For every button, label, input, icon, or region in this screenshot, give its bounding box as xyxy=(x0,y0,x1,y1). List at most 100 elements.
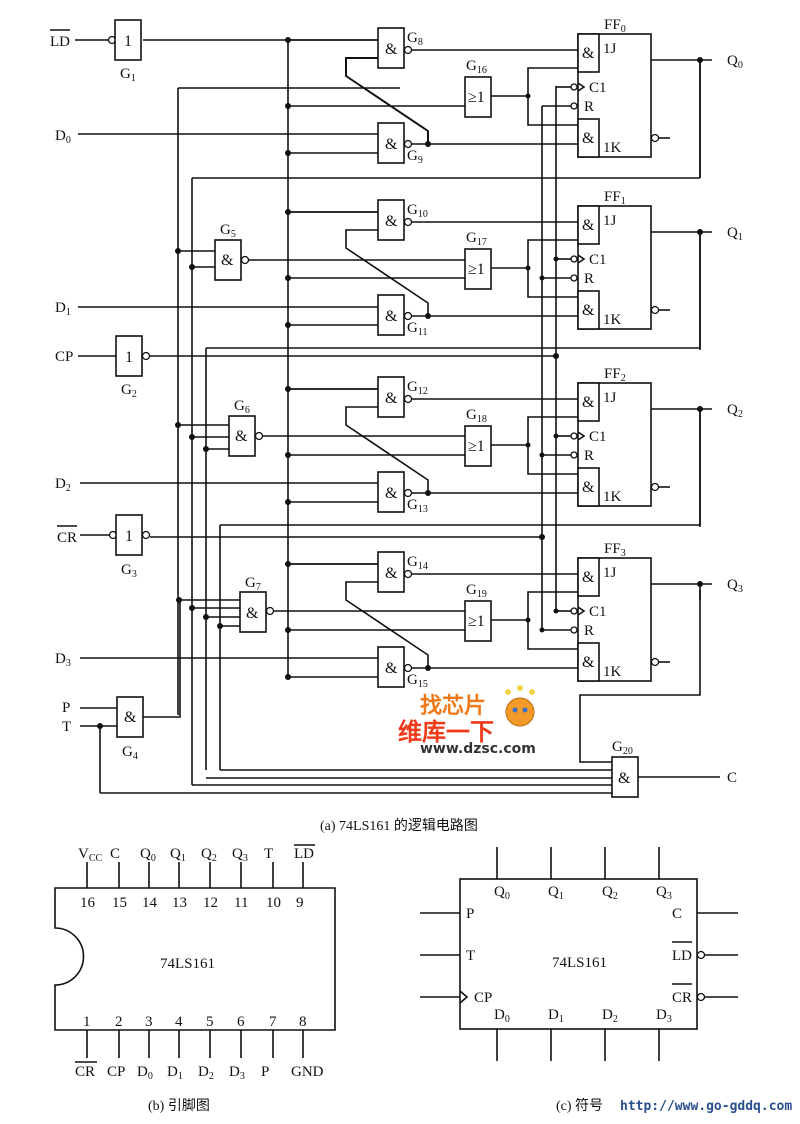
svg-text:LD: LD xyxy=(294,846,314,862)
svg-text:1K: 1K xyxy=(603,312,622,328)
svg-text:GND: GND xyxy=(291,1064,324,1080)
gate-g20: & C G20 xyxy=(579,590,737,798)
svg-text:R: R xyxy=(584,99,594,115)
svg-text:C: C xyxy=(672,906,682,922)
input-d3-label: D xyxy=(55,651,66,667)
svg-text:G2: G2 xyxy=(121,382,137,400)
svg-text:1: 1 xyxy=(125,528,133,545)
svg-text:T: T xyxy=(466,948,475,964)
svg-text:D3: D3 xyxy=(656,1007,672,1025)
gate-g17: ≥1 G17 xyxy=(464,230,492,290)
svg-text:1J: 1J xyxy=(603,41,617,57)
symbol-pin-d0: D0 xyxy=(494,1007,510,1061)
svg-text:&: & xyxy=(221,252,234,269)
gate-g8: &G8 xyxy=(377,27,423,69)
symbol-pin-q0: Q0 xyxy=(494,847,510,902)
svg-text:T: T xyxy=(264,846,273,862)
svg-text:&: & xyxy=(385,308,398,325)
svg-text:G17: G17 xyxy=(466,230,487,248)
svg-text:2: 2 xyxy=(115,1014,123,1030)
svg-text:1J: 1J xyxy=(603,390,617,406)
gate-g10: &G10 xyxy=(377,199,428,241)
symbol-body xyxy=(459,878,698,1030)
svg-text:CR: CR xyxy=(672,990,692,1006)
svg-text:D2: D2 xyxy=(198,1064,214,1082)
gate-g12: &G12 xyxy=(377,376,428,418)
svg-text:G16: G16 xyxy=(466,58,487,76)
svg-text:G1: G1 xyxy=(120,66,136,84)
svg-text:11: 11 xyxy=(234,895,248,911)
bus-lines xyxy=(99,39,700,794)
gate-g3: 1 G3 xyxy=(108,514,151,580)
pin-2: 2CP xyxy=(107,1014,125,1080)
svg-text:LD: LD xyxy=(672,948,692,964)
svg-text:&: & xyxy=(385,660,398,677)
svg-text:维库一下: 维库一下 xyxy=(398,718,494,746)
pin-5: 5D2 xyxy=(198,1014,214,1082)
gate-g13: &G13 xyxy=(377,471,428,515)
chip-name-c: 74LS161 xyxy=(552,955,607,971)
svg-text:D0: D0 xyxy=(494,1007,510,1025)
svg-text:D1: D1 xyxy=(167,1064,183,1082)
svg-text:Q3: Q3 xyxy=(232,846,248,864)
caption-a: (a) 74LS161 的逻辑电路图 xyxy=(320,818,478,834)
svg-text:≥1: ≥1 xyxy=(468,89,485,106)
svg-text:6: 6 xyxy=(237,1014,245,1030)
svg-text:CP: CP xyxy=(107,1064,125,1080)
svg-text:Q1: Q1 xyxy=(548,884,564,902)
svg-text:D2: D2 xyxy=(602,1007,618,1025)
svg-text:1K: 1K xyxy=(603,140,622,156)
pin-7: 7P xyxy=(261,1014,277,1080)
symbol-pin-d2: D2 xyxy=(602,1007,618,1061)
svg-text:Q1: Q1 xyxy=(170,846,186,864)
dip-package-body xyxy=(54,887,336,1031)
input-p-label: P xyxy=(62,700,70,716)
svg-text:1J: 1J xyxy=(603,565,617,581)
svg-text:≥1: ≥1 xyxy=(468,261,485,278)
svg-text:FF1: FF1 xyxy=(604,189,626,207)
svg-text:Q3: Q3 xyxy=(656,884,672,902)
svg-text:G15: G15 xyxy=(407,672,428,690)
input-d1-label: D xyxy=(55,300,66,316)
svg-text:FF2: FF2 xyxy=(604,366,626,384)
svg-text:&: & xyxy=(124,709,137,726)
input-ld-label: LD xyxy=(50,34,70,50)
svg-text:&: & xyxy=(385,565,398,582)
svg-text:D3: D3 xyxy=(229,1064,245,1082)
svg-text:G19: G19 xyxy=(466,582,487,600)
svg-text:&: & xyxy=(582,130,595,147)
svg-text:3: 3 xyxy=(145,1014,153,1030)
svg-text:C1: C1 xyxy=(589,80,607,96)
svg-text:D2: D2 xyxy=(55,476,71,494)
svg-text:&: & xyxy=(582,217,595,234)
input-d0-label: D xyxy=(55,128,66,144)
svg-text:≥1: ≥1 xyxy=(468,438,485,455)
footer-url[interactable]: http://www.go-gddq.com xyxy=(620,1099,792,1114)
svg-text:&: & xyxy=(618,770,631,787)
svg-text:G3: G3 xyxy=(121,562,137,580)
svg-text:R: R xyxy=(584,448,594,464)
svg-text:1: 1 xyxy=(83,1014,91,1030)
svg-text:1K: 1K xyxy=(603,664,622,680)
svg-text:15: 15 xyxy=(112,895,127,911)
svg-text:FF3: FF3 xyxy=(604,541,626,559)
svg-text:&: & xyxy=(385,213,398,230)
svg-text:7: 7 xyxy=(269,1014,277,1030)
svg-text:&: & xyxy=(582,569,595,586)
svg-text:G9: G9 xyxy=(407,148,423,166)
input-cp-label: CP xyxy=(55,349,73,365)
svg-text:14: 14 xyxy=(142,895,158,911)
output-q3-label: Q3 xyxy=(727,577,743,595)
pin-9: 9LD xyxy=(294,844,315,911)
input-d2-label: D xyxy=(55,476,66,492)
svg-text:C1: C1 xyxy=(589,429,607,445)
